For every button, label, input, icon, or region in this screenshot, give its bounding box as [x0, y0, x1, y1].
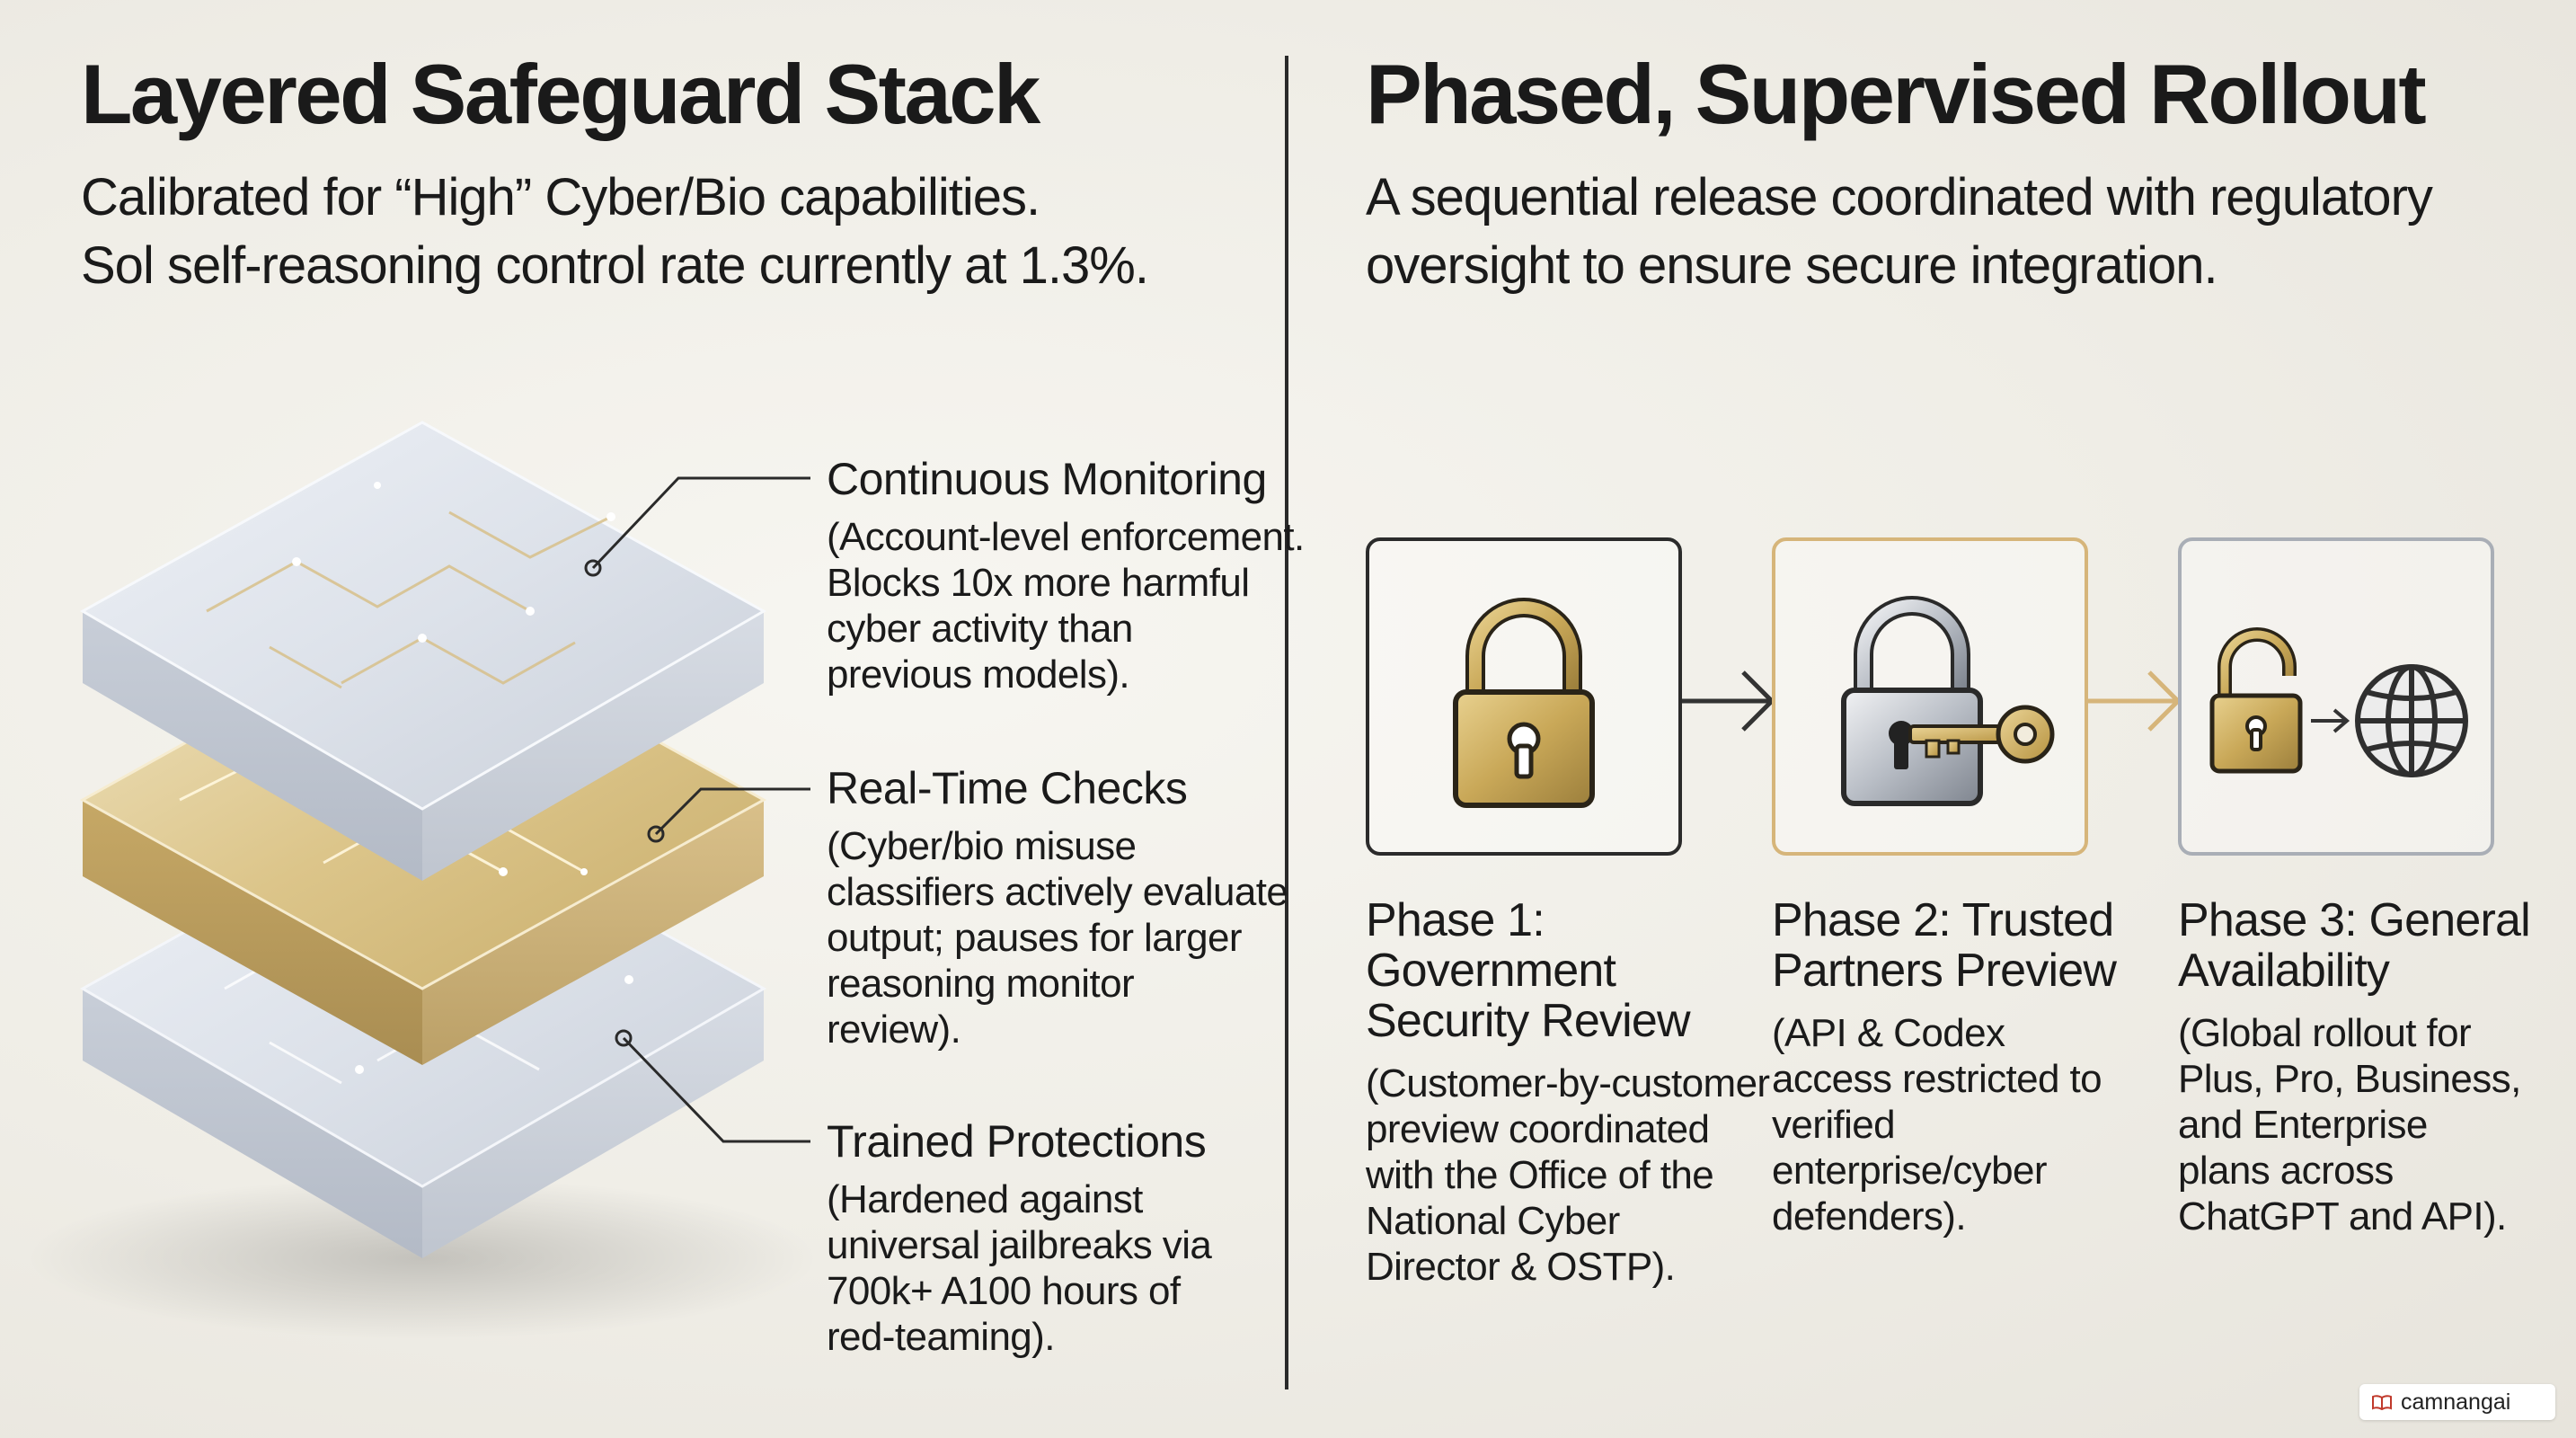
left-subtitle-line-2: Sol self-reasoning control rate currentl… — [81, 236, 1149, 295]
right-subtitle: A sequential release coordinated with re… — [1366, 164, 2433, 300]
padlock-key-icon — [1841, 596, 2055, 806]
book-icon — [2372, 1395, 2392, 1410]
layer-label-continuous-monitoring: Continuous Monitoring (Account-level enf… — [827, 457, 1305, 697]
layer-title: Continuous Monitoring — [827, 454, 1267, 504]
phase-3-label: Phase 3: General Availability (Global ro… — [2178, 894, 2531, 1239]
phase-1-label: Phase 1: Government Security Review (Cus… — [1366, 895, 1770, 1290]
phase-2-box — [1772, 537, 2088, 856]
phase-1-box — [1366, 537, 1682, 856]
layer-title: Trained Protections — [827, 1116, 1207, 1167]
callout-dot-continuous-monitoring — [584, 559, 602, 577]
phase-description: (API & Codex access restricted to verifi… — [1772, 1011, 2102, 1238]
layer-description: (Cyber/bio misuse classifiers actively e… — [827, 824, 1288, 1052]
left-subtitle: Calibrated for “High” Cyber/Bio capabili… — [81, 164, 1149, 300]
callout-line-trained-protections — [622, 1036, 810, 1143]
arrow-right-icon — [2088, 670, 2182, 732]
left-title: Layered Safeguard Stack — [81, 47, 1040, 141]
callout-line-real-time-checks — [654, 787, 810, 836]
right-title: Phased, Supervised Rollout — [1366, 47, 2427, 141]
layer-description: (Hardened against universal jailbreaks v… — [827, 1177, 1212, 1359]
callout-line-continuous-monitoring — [591, 476, 810, 570]
arrow-right-icon — [1682, 670, 1775, 732]
phase-2-label: Phase 2: Trusted Partners Preview (API &… — [1772, 894, 2117, 1239]
left-subtitle-line-1: Calibrated for “High” Cyber/Bio capabili… — [81, 168, 1040, 226]
safeguard-stack-illustration — [27, 421, 818, 1339]
layer-label-real-time-checks: Real-Time Checks (Cyber/bio misuse class… — [827, 766, 1288, 1052]
right-subtitle-line-2: oversight to ensure secure integration. — [1366, 236, 2218, 295]
watermark-badge: camnangai — [2359, 1384, 2555, 1420]
layer-label-trained-protections: Trained Protections (Hardened against un… — [827, 1116, 1212, 1360]
padlock-locked-icon — [1453, 598, 1595, 808]
callout-dot-real-time-checks — [647, 825, 665, 843]
phase-description: (Customer-by-customer preview coordinate… — [1366, 1061, 1770, 1289]
right-subtitle-line-1: A sequential release coordinated with re… — [1366, 168, 2433, 226]
unlocked-padlock-globe-icon — [2209, 627, 2468, 777]
phase-title: Phase 2: Trusted Partners Preview — [1772, 894, 2117, 997]
layer-title: Real-Time Checks — [827, 763, 1188, 813]
callout-dot-trained-protections — [615, 1029, 633, 1047]
center-divider — [1285, 56, 1288, 1389]
phase-description: (Global rollout for Plus, Pro, Business,… — [2178, 1011, 2521, 1238]
layer-continuous-monitoring-slab — [79, 421, 767, 881]
phase-title: Phase 3: General Availability — [2178, 894, 2531, 997]
watermark-text: camnangai — [2401, 1389, 2511, 1415]
phase-3-box — [2178, 537, 2494, 856]
phase-title: Phase 1: Government Security Review — [1366, 894, 1691, 1047]
layer-description: (Account-level enforcement. Blocks 10x m… — [827, 515, 1305, 697]
